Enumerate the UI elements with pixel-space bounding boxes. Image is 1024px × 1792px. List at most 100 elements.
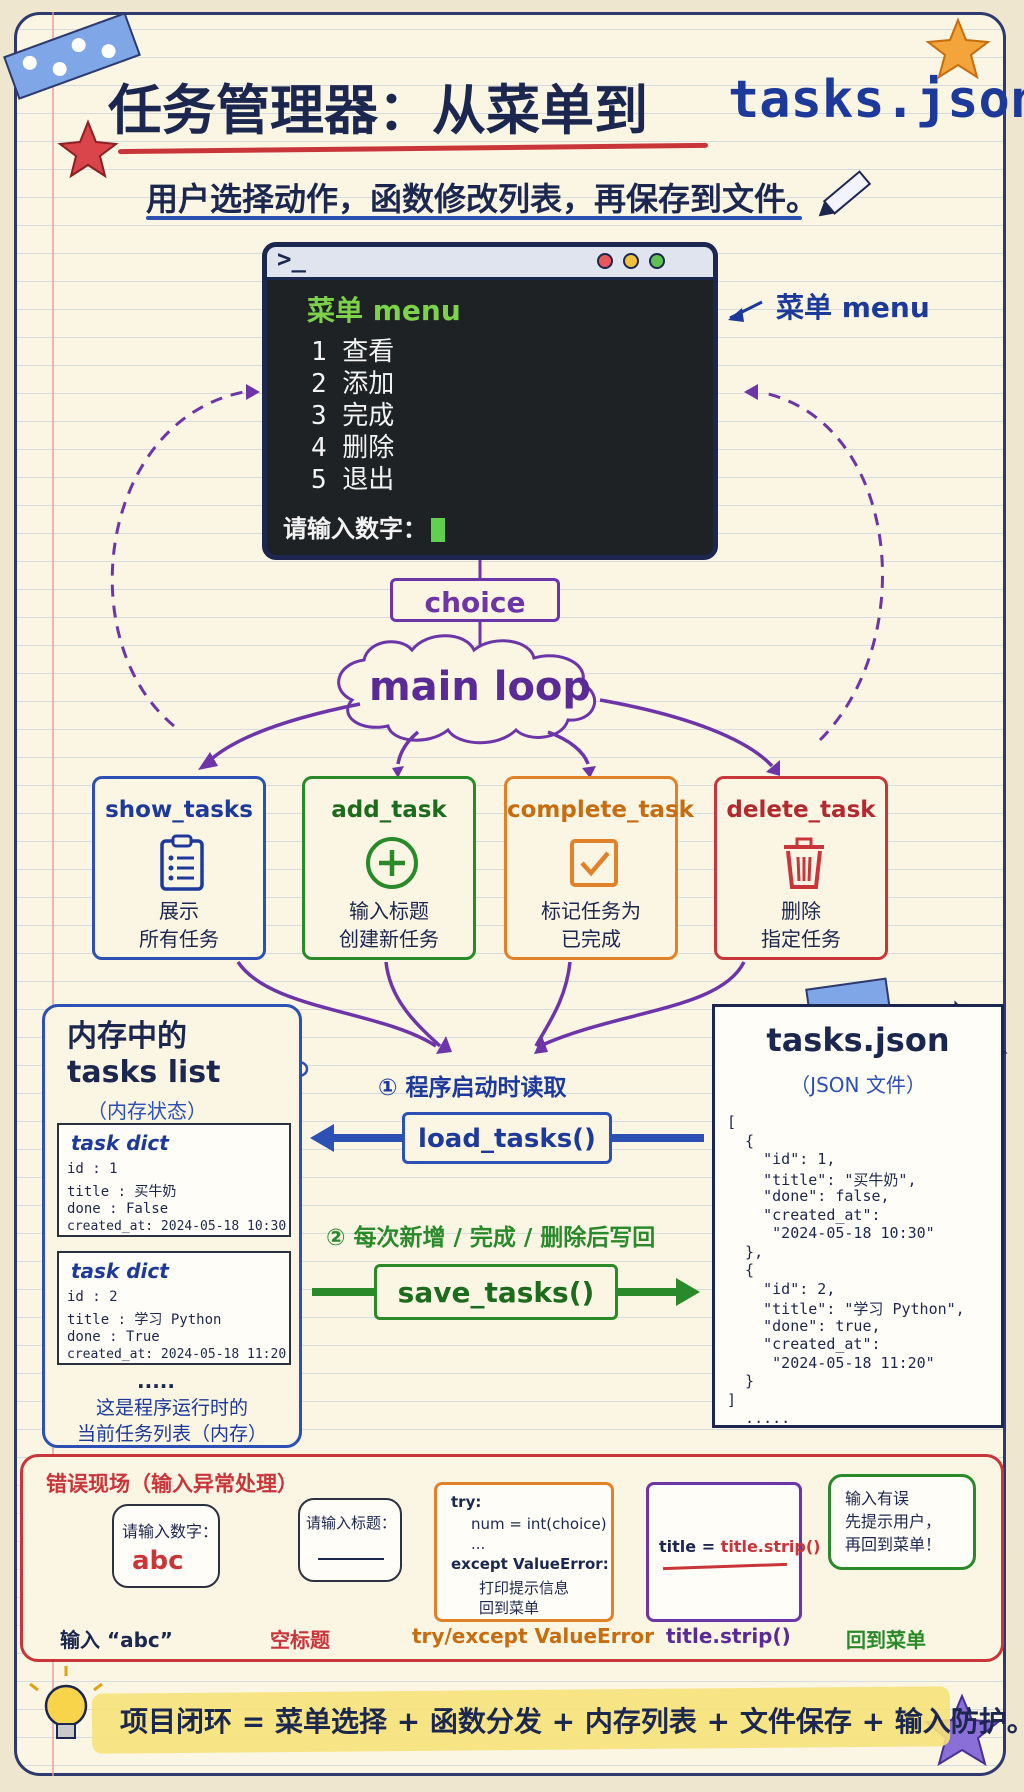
terminal-window: >_ 菜单 menu 1 查看 2 添加 3 完成 4 删除 5 退出 请输入数… (262, 242, 718, 560)
terminal-input-prompt: 请输入数字： (283, 515, 427, 543)
star-icon (925, 17, 991, 80)
close-dot-icon (597, 253, 613, 269)
function-desc: 展示所有任务 (95, 897, 263, 953)
pencil-icon (818, 170, 872, 217)
tasks-json-file-panel: tasks.json （JSON 文件） [ { "id": 1, "title… (712, 1004, 1004, 1428)
json-file-subtitle: （JSON 文件） (790, 1073, 926, 1097)
memory-note: 这是程序运行时的当前任务列表（内存） (45, 1395, 299, 1447)
json-line: ..... (727, 1409, 791, 1427)
terminal-prompt-icon: >_ (277, 245, 306, 273)
task-dict-row: created_at: 2024-05-18 10:30 (67, 1219, 287, 1234)
back-line3: 再回到菜单！ (845, 1535, 942, 1554)
speech-bubble-title: 请输入标题： (298, 1498, 402, 1582)
function-box-complete-task: complete_task 标记任务为已完成 (504, 776, 694, 960)
menu-item-exit: 5 退出 (311, 465, 395, 495)
empty-input-line (318, 1558, 384, 1560)
footer-summary: 项目闭环 = 菜单选择 + 函数分发 + 内存列表 + 文件保存 + 输入防护。 (120, 1705, 1024, 1738)
json-line: } (727, 1372, 755, 1390)
clipboard-list-icon (160, 834, 204, 891)
task-dict-row: title : 学习 Python (67, 1312, 222, 1328)
back-line1: 输入有误 (845, 1489, 910, 1508)
subtitle-underline (146, 216, 802, 220)
code-line: num = int(choice) (471, 1515, 607, 1533)
task-dict-title: task dict (71, 1131, 169, 1155)
terminal-menu-title: 菜单 menu (307, 294, 461, 327)
menu-item-add: 2 添加 (311, 369, 395, 399)
task-dict-card: task dict id : 1 title : 买牛奶 done : Fals… (57, 1123, 291, 1237)
task-dict-row: done : True (67, 1329, 160, 1345)
try-except-box: try: num = int(choice) ... except ValueE… (434, 1482, 614, 1622)
json-line: "id": 2, (727, 1279, 836, 1298)
json-line: "created_at": (727, 1205, 881, 1224)
task-dict-row: created_at: 2024-05-18 11:20 (67, 1347, 287, 1362)
json-line: "title": "学习 Python", (727, 1300, 965, 1318)
json-file-title: tasks.json (766, 1021, 950, 1059)
page-title-code: tasks.json (728, 70, 1024, 130)
function-name: complete_task (507, 797, 694, 823)
load-tasks-box: load_tasks() (402, 1112, 612, 1164)
main-loop-label: main loop (368, 664, 592, 710)
memory-title-line2: tasks list (67, 1055, 221, 1090)
json-line: }, (727, 1242, 764, 1261)
strip-code-left: title = (659, 1537, 721, 1556)
memory-subtitle: （内存状态） (87, 1099, 207, 1123)
code-line: ... (471, 1535, 486, 1553)
code-line: try: (451, 1493, 482, 1511)
task-dict-row: done : False (67, 1201, 169, 1217)
speech-bubble-number: 请输入数字： abc (112, 1504, 220, 1588)
memory-note-line2: 当前任务列表（内存） (76, 1423, 267, 1445)
function-name: delete_task (726, 797, 876, 823)
plus-circle-icon (366, 837, 418, 889)
json-line: "2024-05-18 11:20" (727, 1353, 935, 1372)
menu-callout-label: 菜单 menu (776, 291, 930, 324)
bubble-prompt: 请输入数字： (122, 1522, 219, 1541)
trash-icon (784, 837, 824, 889)
json-line: ] (727, 1390, 737, 1409)
function-desc: 删除指定任务 (717, 897, 885, 953)
memory-note-line1: 这是程序运行时的 (95, 1397, 248, 1419)
function-desc-line1: 删除 (781, 899, 821, 923)
washi-tape-icon (3, 12, 141, 100)
json-line: { (727, 1261, 755, 1279)
page-subtitle: 用户选择动作，函数修改列表，再保存到文件。 (146, 180, 819, 218)
error-section-title: 错误现场（输入异常处理） (46, 1472, 298, 1496)
json-line: "done": false, (727, 1187, 890, 1205)
terminal-title-bar: >_ (267, 247, 713, 280)
back-caption: 回到菜单 (846, 1628, 926, 1652)
json-line: "created_at": (727, 1335, 881, 1353)
case1-caption: 输入 “abc” (60, 1628, 173, 1652)
task-dict-row: id : 2 (67, 1289, 118, 1305)
json-line: [ (727, 1113, 737, 1131)
strip-box: title = title.strip() (646, 1482, 821, 1622)
json-line: "title": "买牛奶", (727, 1170, 917, 1189)
function-desc-line2: 指定任务 (761, 927, 841, 951)
function-desc-line2: 已完成 (561, 927, 621, 951)
function-box-add-task: add_task 输入标题创建新任务 (302, 776, 476, 960)
terminal-input-line: 请输入数字： (283, 509, 445, 544)
function-desc-line1: 输入标题 (349, 899, 429, 923)
function-desc-line1: 展示 (159, 899, 199, 923)
function-box-show-tasks: show_tasks 展示所有任务 (92, 776, 266, 960)
maximize-dot-icon (649, 253, 665, 269)
back-to-menu-bubble: 输入有误先提示用户，再回到菜单！ (828, 1474, 976, 1570)
function-box-delete-task: delete_task 删除指定任务 (714, 776, 888, 960)
checkbox-icon (570, 839, 618, 887)
menu-item-delete: 4 删除 (311, 433, 395, 463)
bubble-prompt: 请输入标题： (306, 1514, 397, 1532)
function-desc-line2: 所有任务 (139, 927, 219, 951)
function-desc-line2: 创建新任务 (339, 927, 439, 951)
code-line: except ValueError: (451, 1555, 609, 1573)
code-line: 回到菜单 (479, 1599, 540, 1617)
json-line: { (727, 1131, 755, 1150)
case2-caption: 空标题 (270, 1628, 330, 1652)
strip-code-right: title.strip() (720, 1537, 821, 1556)
task-dict-title: task dict (71, 1259, 169, 1283)
function-desc: 标记任务为已完成 (507, 897, 675, 953)
task-dict-card: task dict id : 2 title : 学习 Python done … (57, 1251, 291, 1365)
menu-item-complete: 3 完成 (311, 401, 395, 431)
star-icon (57, 119, 119, 179)
function-name: show_tasks (105, 797, 253, 823)
